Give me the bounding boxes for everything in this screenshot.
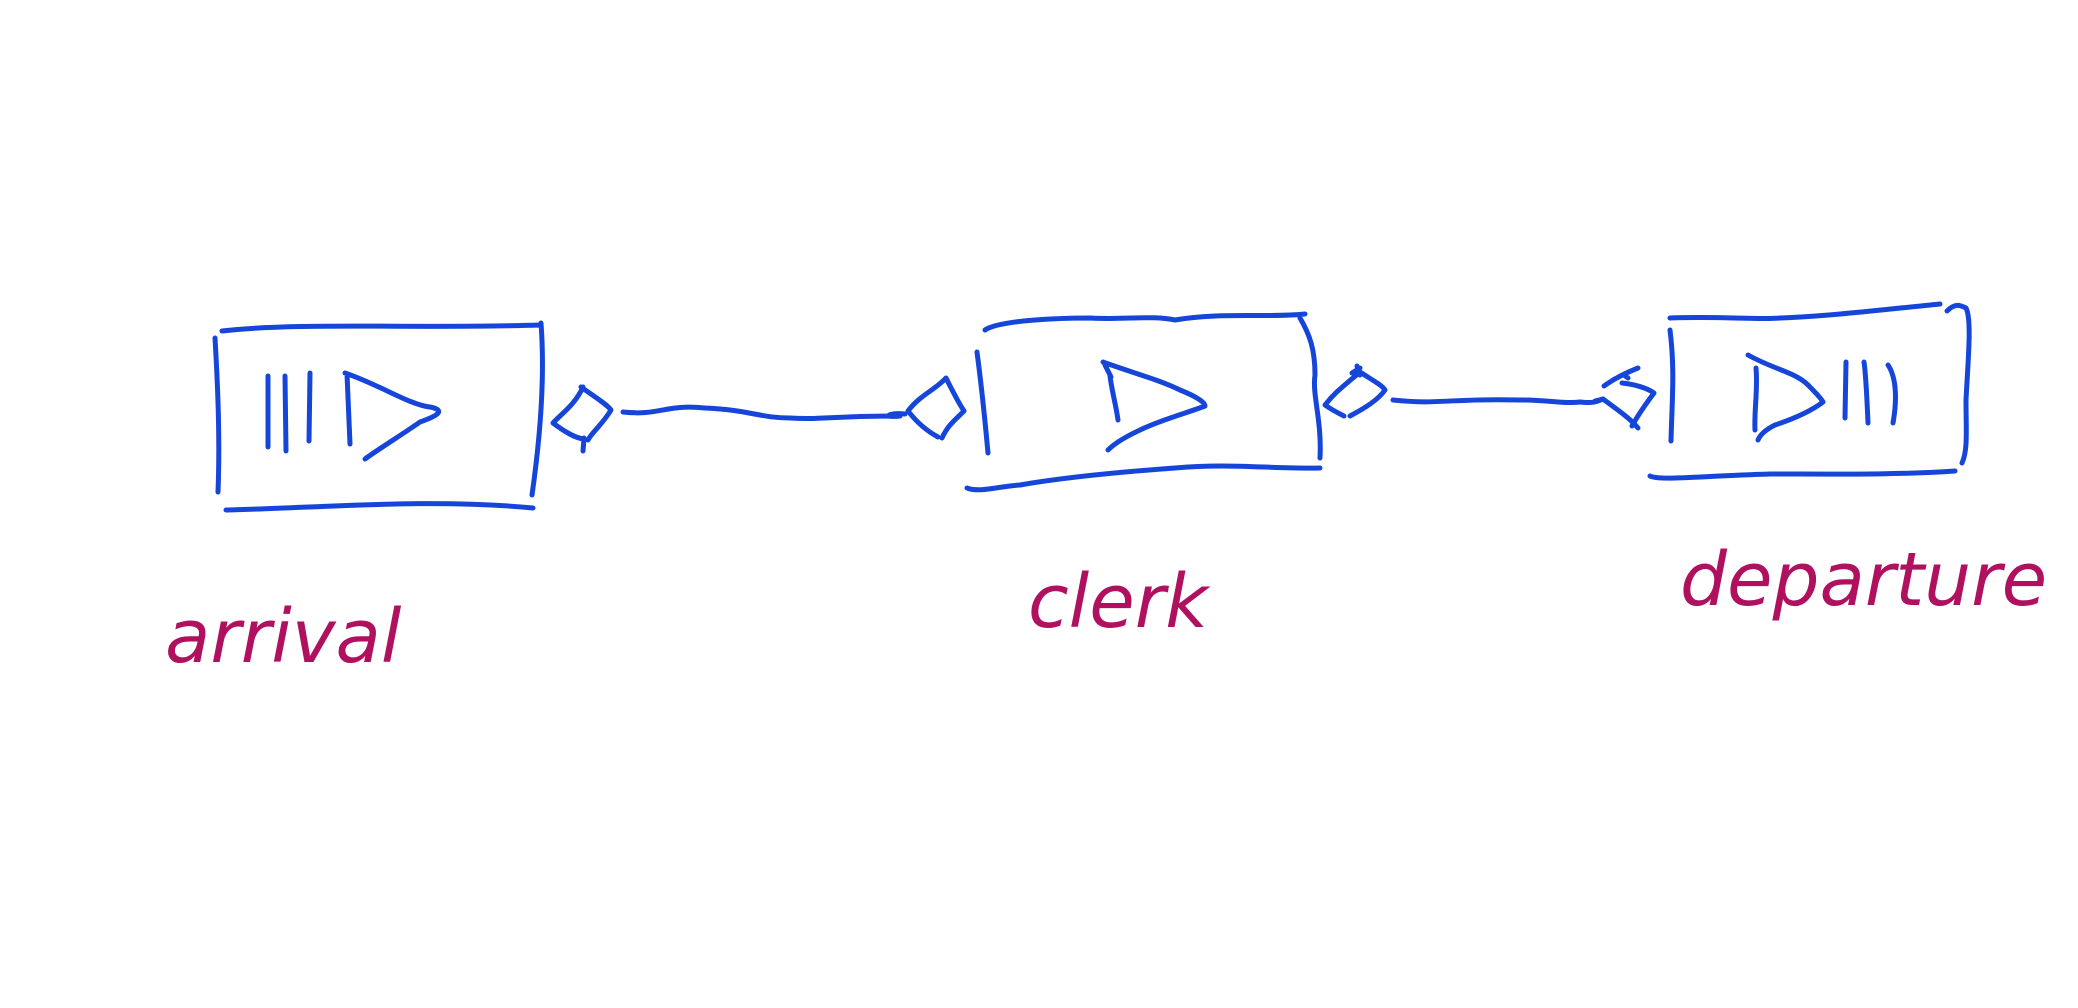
node-clerk-box <box>964 311 1323 493</box>
connector-arrival-clerk <box>620 404 908 422</box>
play-triangle-icon <box>1100 359 1208 453</box>
generator-bars-icon <box>265 370 313 454</box>
clerk-output-diamond <box>1322 363 1388 419</box>
arrival-output-diamond <box>550 384 614 454</box>
node-departure-box <box>1647 301 1972 481</box>
node-label-clerk: clerk <box>1028 559 1209 645</box>
clerk-input-diamond <box>905 375 967 441</box>
node-arrival-box <box>212 320 545 513</box>
node-label-departure: departure <box>1680 537 2048 623</box>
connector-clerk-departure <box>1390 396 1606 406</box>
play-triangle-icon <box>1745 352 1826 443</box>
play-triangle-icon <box>342 370 442 462</box>
sink-bars-icon <box>1842 359 1898 426</box>
departure-input-arrowhead <box>1592 365 1657 431</box>
node-label-arrival: arrival <box>165 594 402 680</box>
